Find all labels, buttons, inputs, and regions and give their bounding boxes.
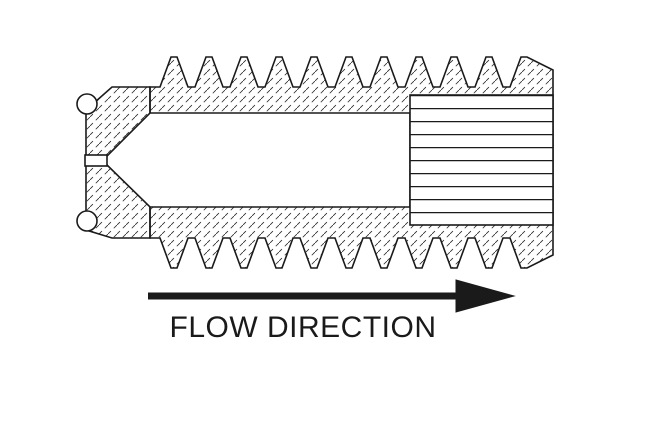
internal-thread-region: [409, 94, 554, 226]
flow-direction-label: FLOW DIRECTION: [170, 311, 437, 344]
internal-cavity: [105, 112, 411, 208]
o-ring-bottom: [76, 210, 98, 232]
o-ring-top: [76, 93, 98, 115]
internal-thread-lines: [410, 95, 553, 225]
flow-annotation: FLOW DIRECTION: [148, 279, 516, 344]
internal-thread-region-outline: [409, 94, 554, 226]
fitting-cross-section: [76, 56, 554, 269]
flow-arrow-head: [455, 279, 516, 313]
orifice-channel: [84, 154, 108, 167]
